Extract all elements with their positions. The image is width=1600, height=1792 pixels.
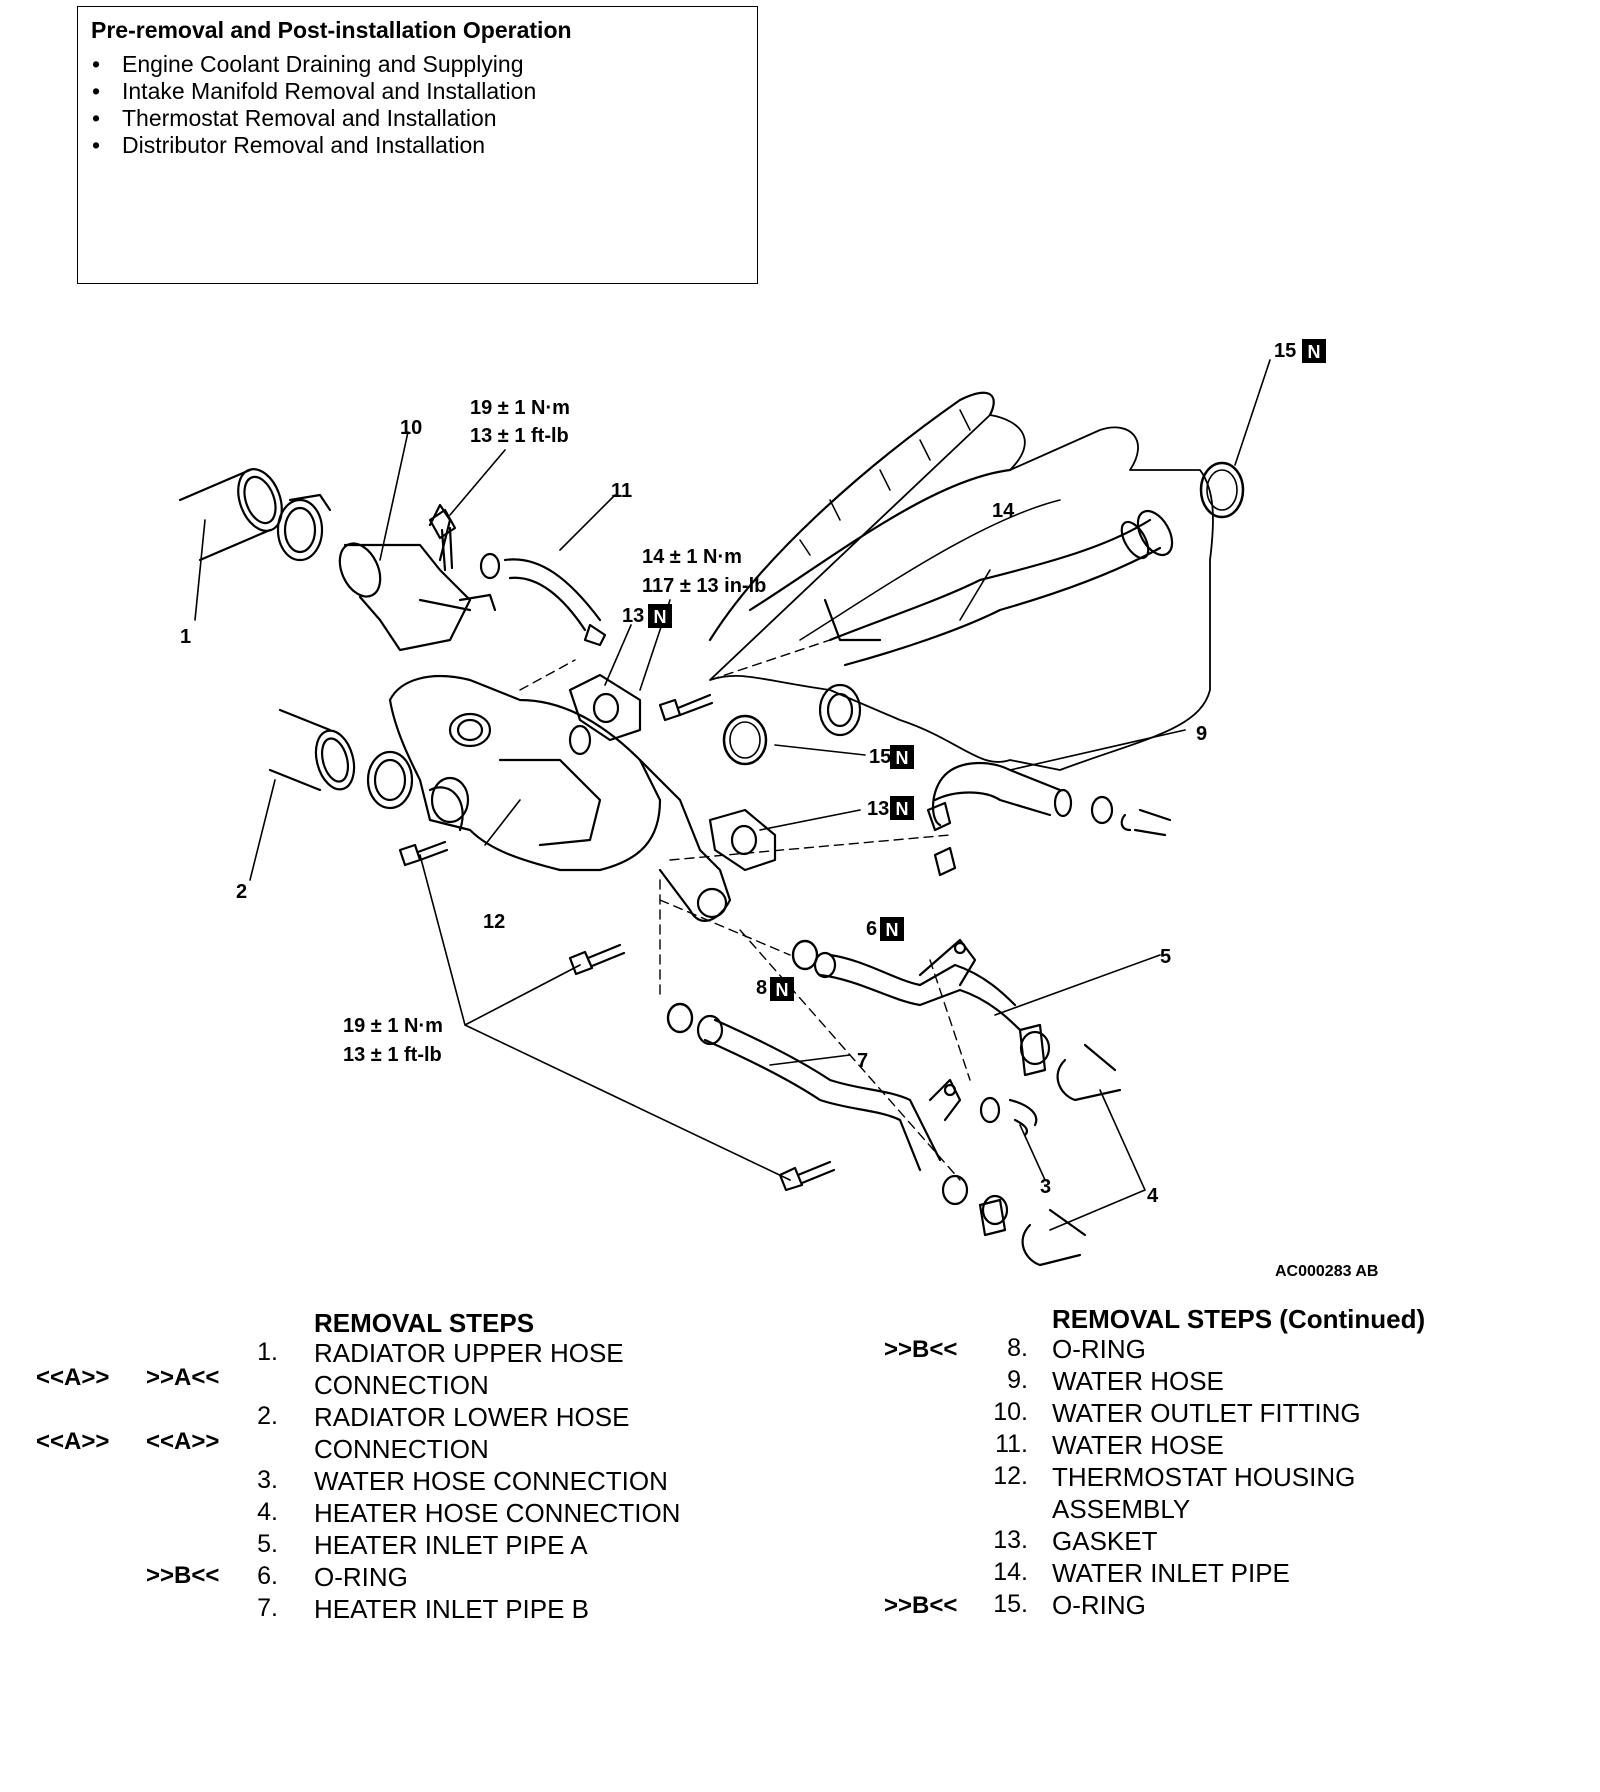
water-outlet-fitting bbox=[338, 503, 497, 652]
svg-text:N: N bbox=[886, 920, 899, 940]
callout-6: 6 bbox=[866, 918, 877, 940]
leader-lines bbox=[194, 359, 1271, 1231]
callout-7: 7 bbox=[857, 1050, 868, 1072]
callout-13a: 13 bbox=[622, 605, 644, 627]
heater-inlet-pipe-b bbox=[696, 1014, 969, 1206]
clamp-icon bbox=[978, 1198, 1007, 1237]
thermostat-housing bbox=[388, 675, 732, 922]
torque-bottom-nm: 19 ± 1 N·m bbox=[343, 1015, 443, 1037]
callout-10: 10 bbox=[400, 417, 422, 439]
bullet-icon: • bbox=[92, 132, 101, 158]
pre-removal-item: •Distributor Removal and Installation bbox=[92, 132, 486, 158]
gasket-lower bbox=[708, 808, 777, 872]
pre-removal-item: •Thermostat Removal and Installation bbox=[92, 105, 497, 131]
pre-removal-item: •Engine Coolant Draining and Supplying bbox=[92, 51, 524, 77]
svg-text:N: N bbox=[896, 799, 909, 819]
bolt-mid bbox=[658, 693, 714, 722]
pre-removal-box: Pre-removal and Post-installation Operat… bbox=[77, 6, 758, 284]
o-ring-6 bbox=[791, 939, 819, 971]
intake-manifold-outline bbox=[708, 391, 1214, 771]
callout-11: 11 bbox=[611, 480, 632, 502]
clamp-icon bbox=[933, 846, 957, 877]
callout-5: 5 bbox=[1160, 946, 1171, 968]
bullet-icon: • bbox=[92, 78, 101, 104]
torque-bottom-ftlb: 13 ± 1 ft-lb bbox=[343, 1044, 442, 1066]
removal-steps-continued-heading: REMOVAL STEPS (Continued) bbox=[1052, 1304, 1426, 1334]
bolt-bottom bbox=[778, 1160, 836, 1192]
torque-top-nm: 19 ± 1 N·m bbox=[470, 397, 570, 419]
badge-n: N bbox=[770, 977, 794, 1001]
callout-1: 1 bbox=[180, 626, 191, 648]
o-ring-8 bbox=[666, 1002, 694, 1034]
callout-2: 2 bbox=[236, 881, 247, 903]
callout-13b: 13 bbox=[867, 798, 889, 820]
heater-inlet-pipe-a bbox=[813, 938, 1022, 1032]
radiator-upper-hose bbox=[178, 468, 332, 562]
torque-mid-nm: 14 ± 1 N·m bbox=[642, 546, 742, 568]
removal-steps-heading: REMOVAL STEPS bbox=[314, 1308, 535, 1338]
water-hose-connection bbox=[979, 1096, 1038, 1137]
callout-14: 14 bbox=[992, 500, 1015, 522]
o-ring-top bbox=[1199, 461, 1245, 519]
water-inlet-pipe bbox=[818, 509, 1174, 737]
svg-text:N: N bbox=[776, 980, 789, 1000]
callout-8: 8 bbox=[756, 977, 767, 999]
badge-n: N bbox=[890, 745, 914, 769]
bullet-icon: • bbox=[92, 105, 101, 131]
callout-9: 9 bbox=[1196, 723, 1207, 745]
callout-12: 12 bbox=[483, 911, 505, 933]
bolt-lower bbox=[568, 943, 626, 976]
pre-removal-list: •Engine Coolant Draining and Supplying •… bbox=[90, 51, 536, 159]
water-hose-right bbox=[932, 761, 1172, 837]
callout-4: 4 bbox=[1147, 1185, 1159, 1207]
svg-text:N: N bbox=[896, 748, 909, 768]
o-ring-middle bbox=[722, 714, 768, 766]
badge-n: N bbox=[890, 796, 914, 820]
callout-3: 3 bbox=[1040, 1176, 1051, 1198]
bullet-icon: • bbox=[92, 51, 101, 77]
gasket-upper bbox=[568, 673, 642, 742]
pre-removal-title: Pre-removal and Post-installation Operat… bbox=[91, 17, 572, 43]
pre-removal-item: •Intake Manifold Removal and Installatio… bbox=[92, 78, 537, 104]
svg-text:N: N bbox=[654, 607, 667, 627]
badge-n: N bbox=[1302, 339, 1326, 363]
badge-n: N bbox=[880, 917, 904, 941]
badge-n: N bbox=[648, 604, 672, 628]
torque-mid-inlb: 117 ± 13 in-lb bbox=[642, 575, 766, 597]
figure-reference: AC000283 AB bbox=[1275, 1263, 1378, 1280]
radiator-lower-hose bbox=[268, 708, 414, 810]
exploded-diagram: 1 2 3 4 5 6 7 8 9 10 11 12 13 13 14 15 1… bbox=[178, 339, 1378, 1280]
clamp-icon bbox=[926, 801, 952, 832]
bolt-top bbox=[428, 508, 457, 572]
callout-15b: 15 bbox=[869, 746, 891, 768]
clamp-icon bbox=[1018, 1023, 1047, 1077]
svg-text:N: N bbox=[1308, 342, 1321, 362]
callout-15a: 15 bbox=[1274, 340, 1296, 362]
alignment-lines bbox=[519, 639, 971, 1181]
torque-top-ftlb: 13 ± 1 ft-lb bbox=[470, 425, 569, 447]
water-hose-small bbox=[479, 552, 607, 647]
bolt-left bbox=[398, 840, 449, 867]
